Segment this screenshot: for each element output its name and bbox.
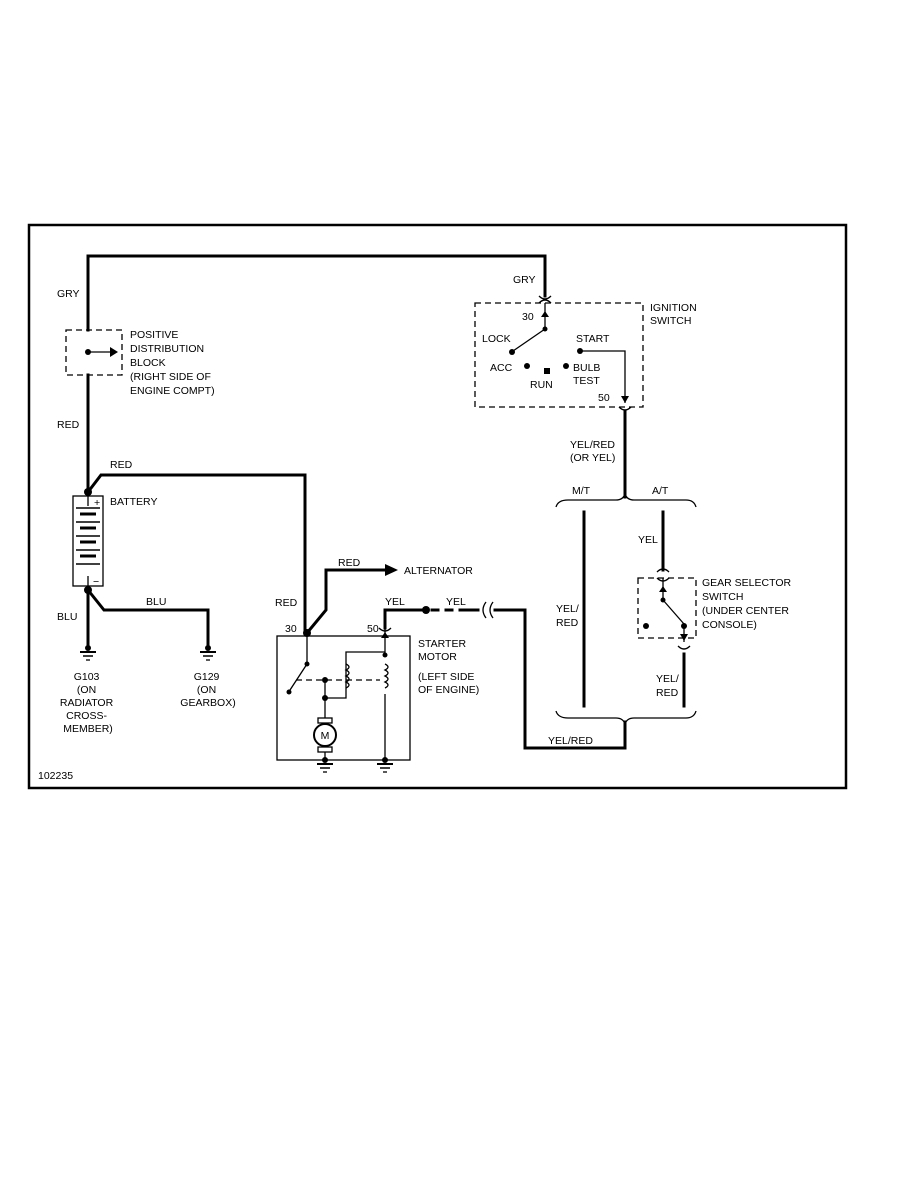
wire-label-red-alternator: RED xyxy=(338,557,361,569)
wire-label-yel-starter: YEL xyxy=(385,596,405,608)
label-gear-selector: GEAR SELECTOR SWITCH (UNDER CENTER CONSO… xyxy=(702,577,794,631)
wire-label-yel-at: YEL xyxy=(638,534,658,546)
wire-label-red-starter: RED xyxy=(275,597,298,609)
label-mt: M/T xyxy=(572,485,591,497)
wire-label-red-branch: RED xyxy=(110,459,133,471)
wire-label-gry-top: GRY xyxy=(513,274,536,286)
ign-pos-bulb: BULB xyxy=(573,362,600,374)
diagram-frame xyxy=(27,223,848,790)
positive-distribution-block xyxy=(65,329,123,376)
label-distribution-block: POSITIVE DISTRIBUTION BLOCK (RIGHT SIDE … xyxy=(130,329,215,397)
starter-ground-motor xyxy=(317,757,333,773)
ground-g103-symbol xyxy=(80,645,96,661)
label-alternator: ALTERNATOR xyxy=(404,565,473,577)
wire-label-red-left: RED xyxy=(57,419,80,431)
label-ground-g103: G103 (ON RADIATOR CROSS- MEMBER) xyxy=(60,671,116,735)
ign-pos-test: TEST xyxy=(573,375,600,387)
starter-motor xyxy=(276,564,411,761)
yel-wire-starter xyxy=(383,601,627,750)
wire-label-blu-left: BLU xyxy=(57,611,77,623)
starter-ground-coil xyxy=(377,757,393,773)
wire-label-yel-mid: YEL xyxy=(446,596,466,608)
starter-pin-50: 50 xyxy=(367,623,379,635)
battery-minus-label: − xyxy=(93,576,99,588)
merge-bracket-bottom xyxy=(555,710,697,727)
red-wire-branch xyxy=(85,473,307,634)
motor-symbol-label: M xyxy=(321,730,330,742)
gear-selector-switch xyxy=(637,568,697,650)
label-ground-g129: G129 (ON GEARBOX) xyxy=(180,671,235,709)
label-at: A/T xyxy=(652,485,669,497)
ign-pos-lock: LOCK xyxy=(482,333,511,345)
wire-label-yel-red-mt: YEL/ RED xyxy=(556,603,582,629)
label-starter-location: (LEFT SIDE OF ENGINE) xyxy=(418,671,479,696)
wire-label-yel-red-bottom: YEL/RED xyxy=(548,735,593,747)
label-starter-motor: STARTER MOTOR xyxy=(418,638,469,663)
ignition-switch xyxy=(474,302,644,411)
battery-plus-label: + xyxy=(94,497,100,509)
ign-pos-start: START xyxy=(576,333,610,345)
wire-label-blu-branch: BLU xyxy=(146,596,166,608)
ign-pos-acc: ACC xyxy=(490,362,513,374)
wire-label-gry-left: GRY xyxy=(57,288,80,300)
wire-label-yel-red-ign: YEL/RED (OR YEL) xyxy=(570,439,618,464)
ground-g129-symbol xyxy=(200,645,216,661)
blu-wire-g129 xyxy=(85,587,210,647)
label-ignition-switch: IGNITION SWITCH xyxy=(650,302,700,327)
ign-pin-50: 50 xyxy=(598,392,610,404)
gry-wire xyxy=(86,254,552,332)
starter-pin-30: 30 xyxy=(285,623,297,635)
battery xyxy=(72,488,104,594)
split-bracket-top xyxy=(555,491,697,508)
ign-pin-30: 30 xyxy=(522,311,534,323)
label-battery: BATTERY xyxy=(110,496,157,508)
figure-id: 102235 xyxy=(38,770,73,782)
wire-label-yel-red-at: YEL/ RED xyxy=(656,673,682,699)
ign-pos-run: RUN xyxy=(530,379,553,391)
